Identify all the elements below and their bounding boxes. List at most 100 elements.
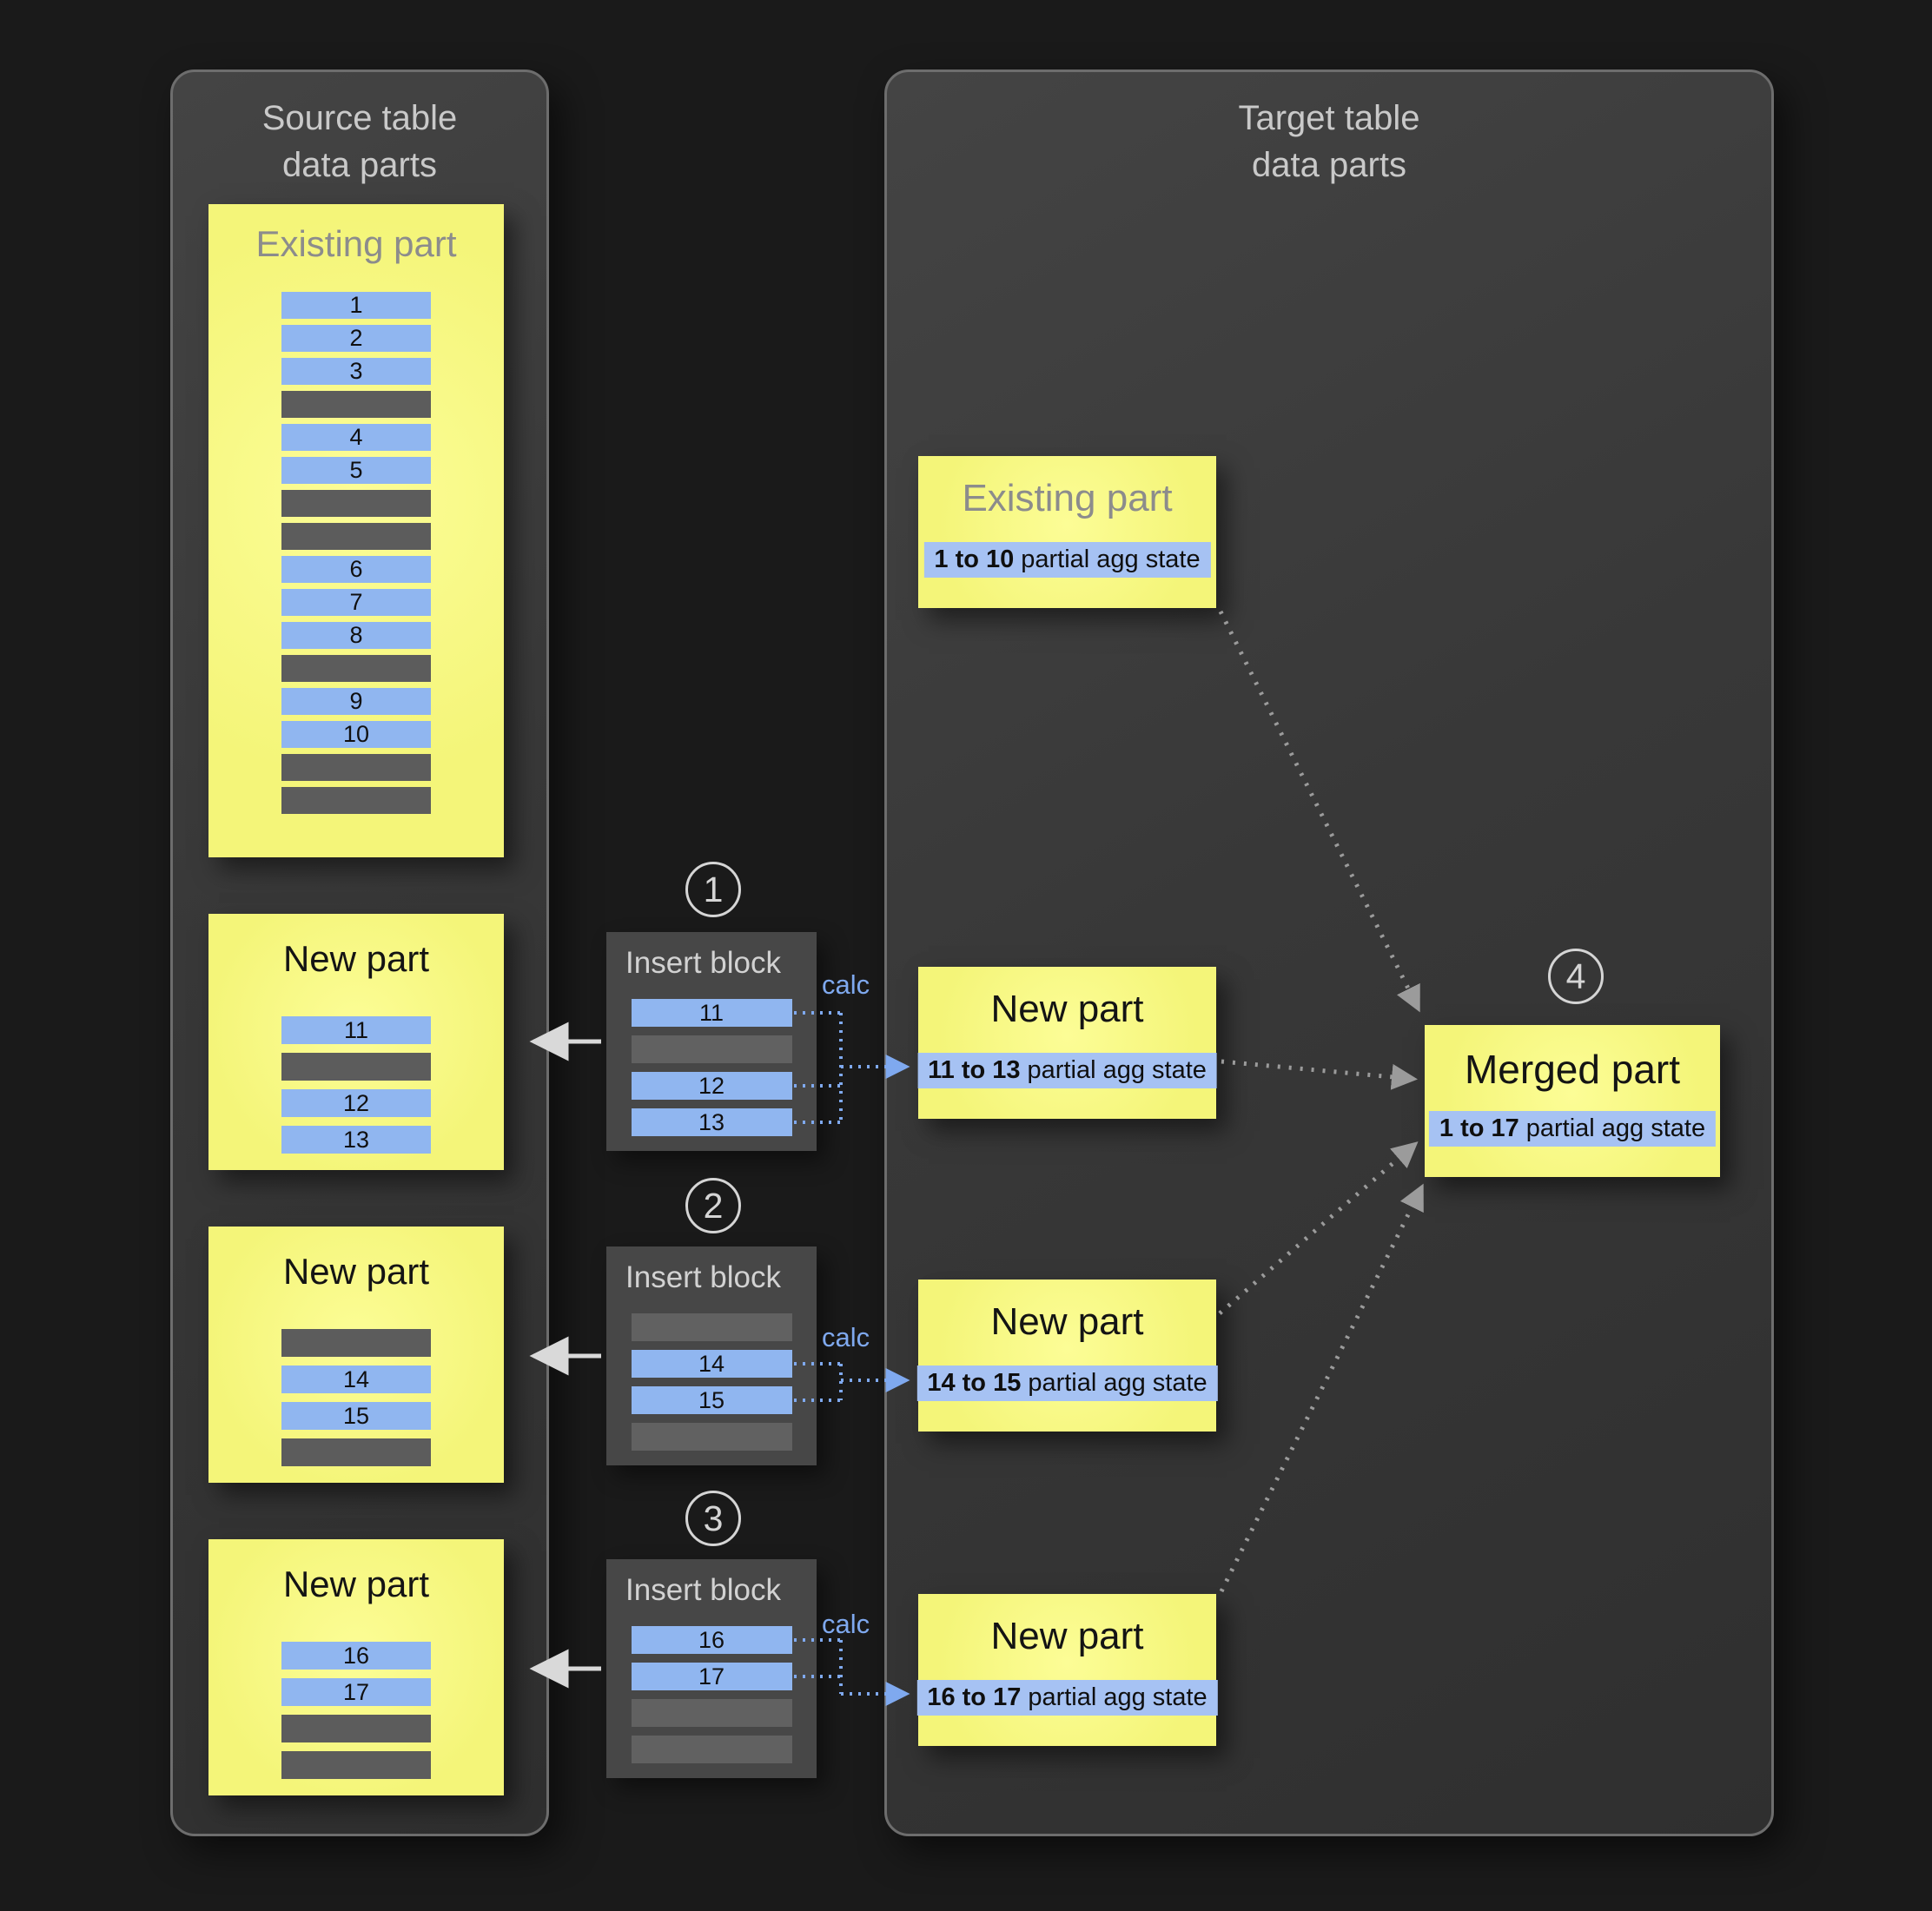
filler-row	[281, 754, 431, 781]
data-row: 4	[281, 424, 431, 451]
source-existing-part-title: Existing part	[255, 223, 457, 264]
agg-range: 14 to 15	[927, 1369, 1022, 1397]
filler-row	[281, 1053, 431, 1081]
agg-range: 1 to 10	[934, 546, 1015, 573]
step-4-number: 4	[1565, 956, 1586, 996]
agg-range: 1 to 17	[1439, 1114, 1519, 1142]
target-new-part-2-title: New part	[990, 1300, 1144, 1343]
filler-row	[631, 1313, 792, 1341]
data-row: 7	[281, 589, 431, 616]
data-row: 17	[631, 1663, 792, 1690]
step-1-badge: 1	[685, 862, 741, 917]
data-row: 12	[281, 1089, 431, 1117]
filler-row	[631, 1423, 792, 1451]
data-row: 6	[281, 556, 431, 583]
data-row: 3	[281, 358, 431, 385]
target-panel-title-line1: Target table	[1238, 99, 1420, 137]
step-2-number: 2	[703, 1185, 724, 1226]
data-row: 11	[631, 999, 792, 1027]
data-row: 11	[281, 1016, 431, 1044]
data-row: 15	[631, 1386, 792, 1414]
agg-suffix: partial agg state	[1525, 1114, 1706, 1142]
target-new-part-1-title: New part	[990, 988, 1144, 1030]
merged-part-title: Merged part	[1464, 1047, 1680, 1092]
filler-row	[631, 1699, 792, 1727]
data-row: 10	[281, 721, 431, 748]
calc-label-2: calc	[822, 1322, 870, 1352]
source-panel-title-line2: data parts	[282, 146, 437, 184]
filler-row	[281, 787, 431, 814]
insert-block-1-title: Insert block	[625, 946, 781, 980]
agg-range: 11 to 13	[928, 1056, 1021, 1084]
data-row: 8	[281, 622, 431, 649]
source-panel-title-line1: Source table	[261, 99, 458, 137]
filler-row	[281, 1438, 431, 1466]
source-new-part-1-title: New part	[282, 938, 430, 979]
source-new-part-3-title: New part	[282, 1564, 430, 1604]
agg-suffix: partial agg state	[1028, 1683, 1208, 1711]
calc-label-3: calc	[822, 1609, 870, 1639]
step-4-badge: 4	[1548, 949, 1604, 1004]
target-existing-part-title: Existing part	[962, 477, 1173, 519]
filler-row	[281, 490, 431, 517]
target-new-part-3-title: New part	[990, 1615, 1144, 1657]
filler-row	[281, 523, 431, 550]
data-row: 16	[281, 1642, 431, 1670]
step-1-number: 1	[703, 869, 724, 909]
filler-row	[631, 1736, 792, 1763]
source-new-part-2-title: New part	[282, 1251, 430, 1292]
data-row: 1	[281, 292, 431, 319]
insert-block-2-title: Insert block	[625, 1260, 781, 1294]
filler-row	[281, 655, 431, 682]
agg-range: 16 to 17	[927, 1683, 1022, 1711]
data-row: 13	[631, 1108, 792, 1136]
data-row: 15	[281, 1402, 431, 1430]
calc-label-1: calc	[822, 969, 870, 1000]
target-panel-title-line2: data parts	[1252, 146, 1406, 184]
step-2-badge: 2	[685, 1178, 741, 1233]
target-panel: Target table data parts	[884, 69, 1774, 1836]
insert-block-1: Insert block 11 12 13	[606, 932, 817, 1151]
data-row: 17	[281, 1678, 431, 1706]
data-row: 14	[281, 1365, 431, 1393]
data-row: 5	[281, 457, 431, 484]
filler-row	[631, 1035, 792, 1063]
step-3-number: 3	[703, 1498, 724, 1538]
data-row: 12	[631, 1072, 792, 1100]
insert-block-3-title: Insert block	[625, 1573, 781, 1607]
filler-row	[281, 1751, 431, 1779]
agg-suffix: partial agg state	[1021, 546, 1201, 573]
target-panel-title: Target table data parts	[887, 95, 1771, 188]
data-row: 16	[631, 1626, 792, 1654]
step-3-badge: 3	[685, 1491, 741, 1546]
filler-row	[281, 391, 431, 418]
data-row: 14	[631, 1350, 792, 1378]
agg-suffix: partial agg state	[1028, 1369, 1208, 1397]
filler-row	[281, 1329, 431, 1357]
agg-suffix: partial agg state	[1027, 1056, 1207, 1084]
source-panel-title: Source table data parts	[173, 95, 546, 188]
